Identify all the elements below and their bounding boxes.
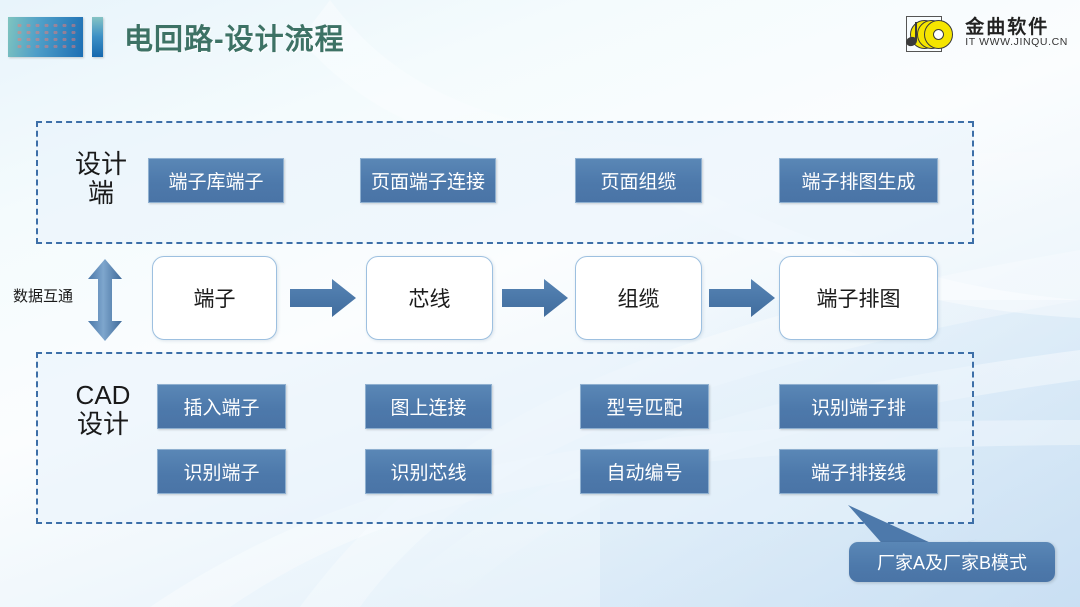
interop-label: 数据互通: [12, 288, 73, 305]
design-group-label: 设计 端: [74, 149, 127, 209]
callout-vendor-mode: 厂家A及厂家B模式: [849, 542, 1055, 582]
brand-url: IT WWW.JINQU.CN: [965, 36, 1068, 49]
cad-chip-connect-on-diagram[interactable]: 图上连接: [365, 384, 492, 429]
arrow-right-icon-1: [290, 279, 356, 317]
arrow-right-icon-3: [709, 279, 775, 317]
cad-chip-terminal-block-wiring[interactable]: 端子排接线: [779, 449, 938, 494]
flow-box-core-wire[interactable]: 芯线: [366, 256, 493, 340]
cad-group-label: CAD 设计: [75, 380, 131, 440]
flow-box-terminal-diagram[interactable]: 端子排图: [779, 256, 938, 340]
brand-text: 金曲软件 IT WWW.JINQU.CN: [965, 16, 1068, 49]
header-decor-square: [8, 17, 83, 57]
cad-group-panel: [36, 352, 974, 524]
arrow-right-icon-2: [502, 279, 568, 317]
brand-name-cn: 金曲软件: [965, 16, 1050, 38]
design-chip-page-cable-group[interactable]: 页面组缆: [575, 158, 702, 203]
brand-logo: 金曲软件 IT WWW.JINQU.CN: [904, 10, 1068, 56]
cad-chip-auto-numbering[interactable]: 自动编号: [580, 449, 709, 494]
cad-chip-identify-core-wire[interactable]: 识别芯线: [365, 449, 492, 494]
cd-discs-icon: [904, 12, 958, 54]
cad-chip-model-match[interactable]: 型号匹配: [580, 384, 709, 429]
page-title: 电回路-设计流程: [124, 24, 345, 56]
design-chip-terminal-library[interactable]: 端子库端子: [148, 158, 284, 203]
slide-header: 电回路-设计流程 金曲软件 IT WWW.JINQU.CN: [0, 0, 1080, 70]
flow-box-terminal[interactable]: 端子: [152, 256, 277, 340]
design-chip-terminal-diagram-generate[interactable]: 端子排图生成: [779, 158, 938, 203]
design-chip-page-terminal-connection[interactable]: 页面端子连接: [360, 158, 496, 203]
cad-chip-insert-terminal[interactable]: 插入端子: [157, 384, 286, 429]
dot-pattern: [15, 22, 77, 52]
double-arrow-vertical-icon: [88, 259, 122, 341]
flow-box-cable-group[interactable]: 组缆: [575, 256, 702, 340]
cad-chip-identify-terminal-block[interactable]: 识别端子排: [779, 384, 938, 429]
cad-chip-identify-terminal[interactable]: 识别端子: [157, 449, 286, 494]
header-decor-bar: [92, 17, 103, 57]
